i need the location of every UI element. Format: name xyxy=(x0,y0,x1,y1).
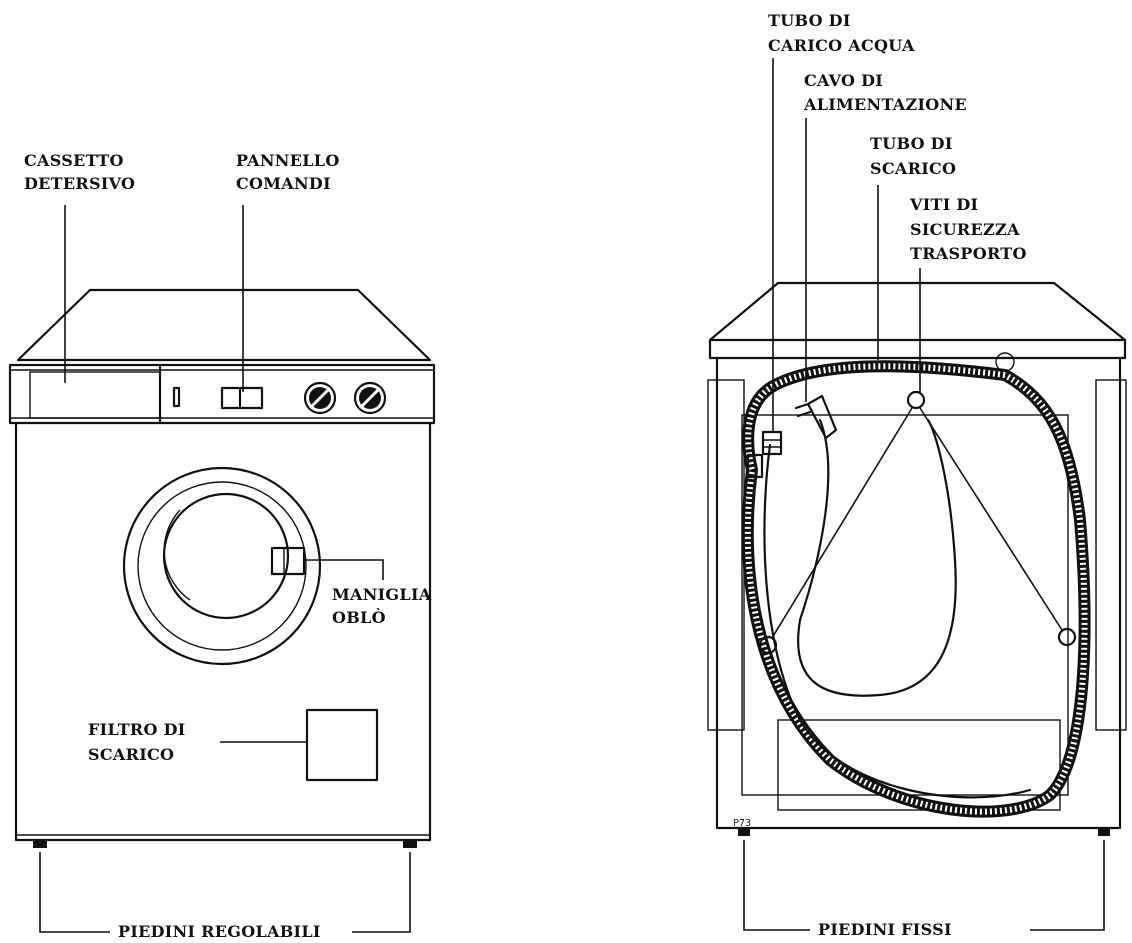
front-cabinet xyxy=(14,421,432,842)
label-water-inlet-hose: TUBO DI CARICO ACQUA xyxy=(768,11,915,55)
leader-fixed-feet xyxy=(743,840,810,931)
label-adjustable-feet: PIEDINI REGOLABILI xyxy=(118,922,321,941)
label-detergent-drawer: CASSETTO DETERSIVO xyxy=(24,151,135,193)
label-fixed-feet: PIEDINI FISSI xyxy=(818,920,952,939)
indicator-light xyxy=(172,386,181,408)
back-top-band xyxy=(708,338,1127,360)
front-top-lid xyxy=(16,288,432,362)
label-control-panel: PANNELLO COMANDI xyxy=(236,151,345,193)
label-drain-hose: TUBO DI SCARICO xyxy=(870,134,959,178)
back-side-panel-left xyxy=(707,379,745,731)
back-foot-right xyxy=(1098,828,1110,836)
label-door-handle: MANIGLIA OBLÒ xyxy=(332,585,437,627)
back-view: P73 TUBO DI CARICO ACQUA CAVO DI ALIMENT… xyxy=(707,11,1127,939)
leader-door-handle xyxy=(304,559,384,580)
leader-adjustable-feet-right xyxy=(352,852,411,933)
knob-left xyxy=(303,381,337,415)
transport-screws xyxy=(758,390,1077,655)
detergent-drawer xyxy=(29,371,161,419)
water-inlet-hose xyxy=(746,430,1032,799)
front-control-band xyxy=(8,363,436,425)
drain-filter-cover xyxy=(305,708,379,782)
back-foot-left xyxy=(738,828,750,836)
front-view: CASSETTO DETERSIVO PANNELLO COMANDI MANI… xyxy=(8,151,437,941)
plate-code: P73 xyxy=(733,818,751,829)
plug-icon xyxy=(806,394,838,440)
back-inner-panel xyxy=(741,414,1069,796)
front-foot-right xyxy=(403,840,417,848)
power-cable xyxy=(794,394,957,697)
label-transport-screws: VITI DI SICUREZZA TRASPORTO xyxy=(909,195,1027,263)
porthole-door xyxy=(122,466,322,666)
back-side-panel-right xyxy=(1095,379,1127,731)
leader-adjustable-feet xyxy=(39,852,110,933)
front-foot-left xyxy=(33,840,47,848)
control-panel-switch xyxy=(220,386,264,410)
label-power-cable: CAVO DI ALIMENTAZIONE xyxy=(803,71,967,114)
drain-hose xyxy=(741,360,1091,818)
door-handle xyxy=(270,546,306,576)
label-drain-filter: FILTRO DI SCARICO xyxy=(88,720,191,764)
knob-right xyxy=(353,381,387,415)
leader-fixed-feet-right xyxy=(1030,840,1105,931)
